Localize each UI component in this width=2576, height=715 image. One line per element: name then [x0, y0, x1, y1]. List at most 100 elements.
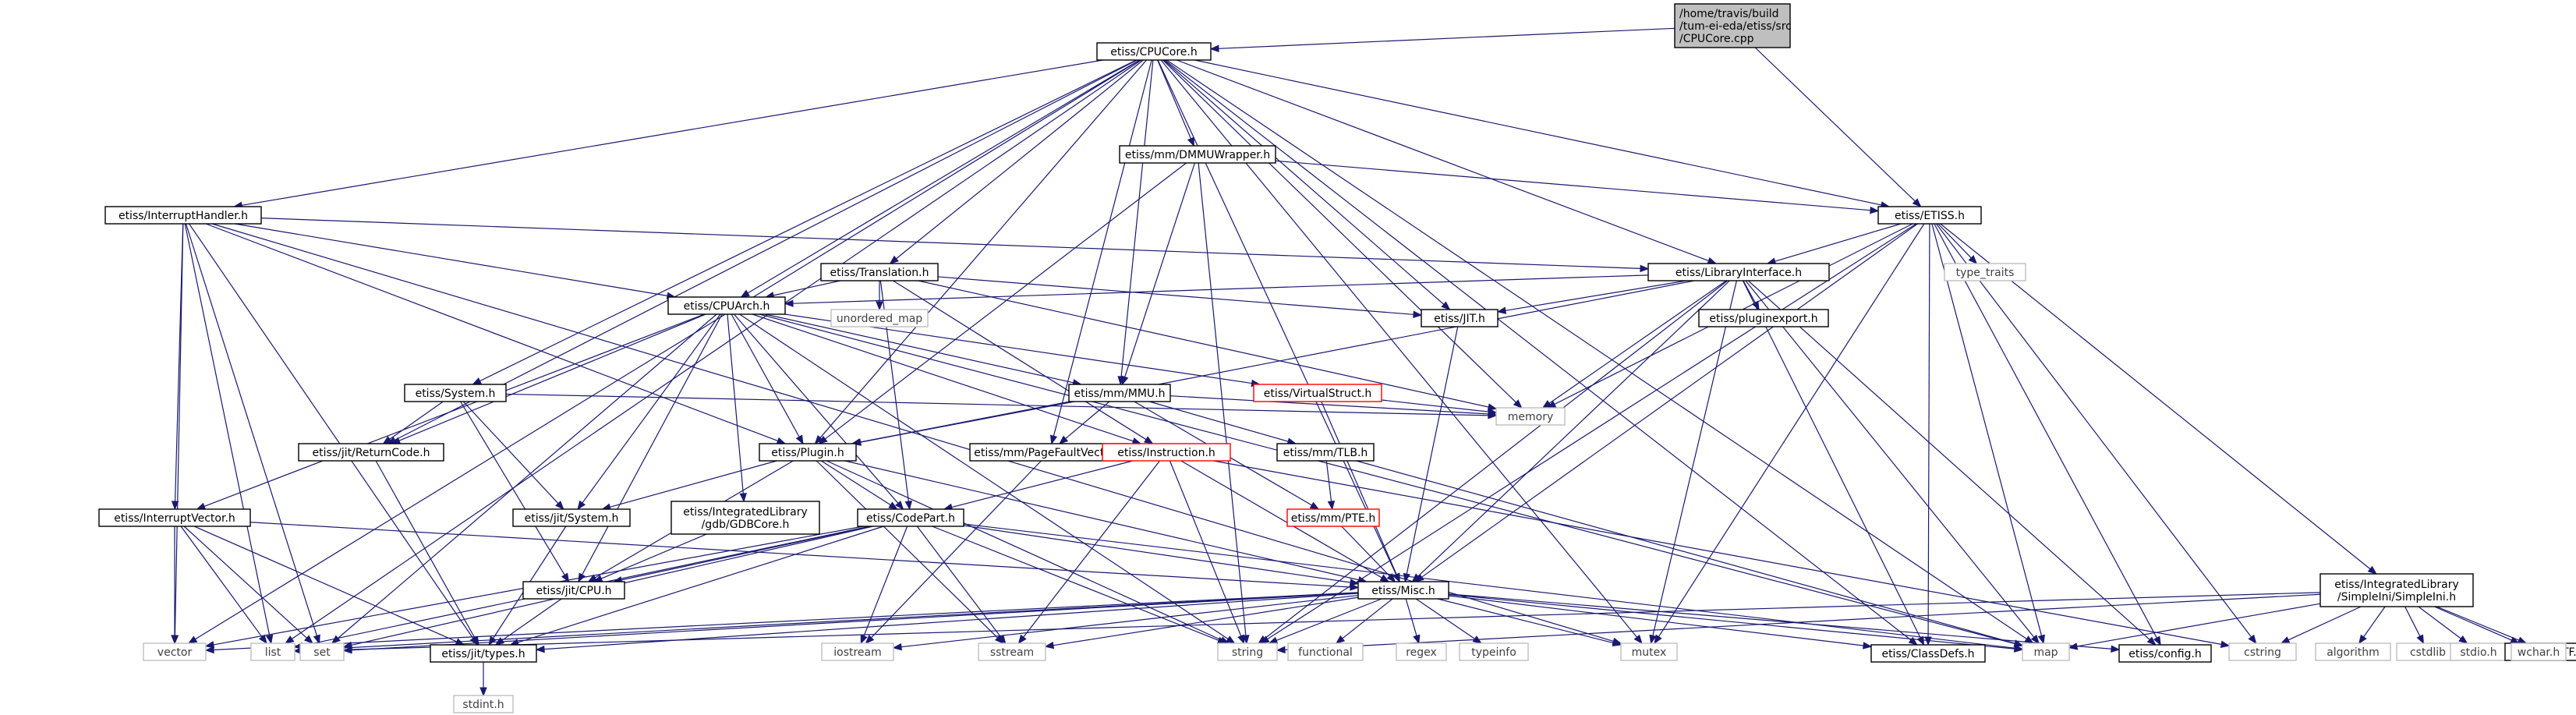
node-cpuarch[interactable]: etiss/CPUArch.h — [667, 296, 786, 315]
node-stdio: stdio.h — [2450, 642, 2507, 661]
node-jitsys[interactable]: etiss/jit/System.h — [512, 508, 631, 527]
node-string: string — [1217, 642, 1278, 661]
node-pluginexport[interactable]: etiss/pluginexport.h — [1698, 309, 1829, 327]
node-label: etiss/mm/PTE.h — [1291, 512, 1375, 525]
node-label: map — [2033, 646, 2058, 659]
node-label: etiss/VirtualStruct.h — [1264, 388, 1372, 400]
edge-mmu-to-plugin — [851, 401, 1075, 446]
node-trans[interactable]: etiss/Translation.h — [820, 263, 939, 281]
edge-line — [213, 592, 1359, 651]
node-label: /tum-ei-eda/etiss/src — [1679, 20, 1792, 33]
node-iv[interactable]: etiss/InterruptVector.h — [98, 508, 251, 527]
edge-libif-to-cpuarch — [784, 274, 1649, 307]
edge-line — [1053, 596, 1359, 646]
edge-line — [302, 592, 1359, 651]
edge-etissh-to-typetraits — [1937, 223, 1978, 264]
node-config[interactable]: etiss/config.h — [2118, 644, 2212, 663]
edge-etissh-to-cstring — [1935, 223, 2257, 645]
node-label: stdint.h — [462, 699, 504, 711]
edge-codepart-to-misc — [963, 525, 1360, 586]
node-label: etiss/InterruptHandler.h — [119, 210, 248, 222]
node-regex: regex — [1396, 642, 1447, 661]
edge-line — [184, 223, 271, 636]
arrowhead-icon — [1513, 399, 1523, 409]
node-system[interactable]: etiss/System.h — [404, 384, 507, 402]
arrowhead-icon — [904, 500, 912, 511]
edge-simpleini-to-map — [2068, 603, 2321, 650]
node-misc[interactable]: etiss/Misc.h — [1357, 581, 1449, 600]
node-box — [671, 501, 820, 535]
arrowhead-icon — [1350, 583, 1360, 591]
edge-line — [765, 313, 1074, 384]
node-jittypes[interactable]: etiss/jit/types.h — [430, 644, 537, 663]
node-gdbcore[interactable]: etiss/IntegratedLibrary/gdb/GDBCore.h — [671, 501, 820, 535]
node-plugin[interactable]: etiss/Plugin.h — [759, 443, 857, 462]
node-libif[interactable]: etiss/LibraryInterface.h — [1647, 263, 1830, 281]
edge-misc-to-classdefs — [1448, 595, 1873, 650]
edge-libif-to-string — [1258, 280, 1729, 644]
node-classdefs[interactable]: etiss/ClassDefs.h — [1870, 644, 1986, 663]
node-vstruct[interactable]: etiss/VirtualStruct.h — [1253, 384, 1382, 402]
edge-libif-to-memory — [1541, 280, 1727, 409]
node-label: etiss/mm/MMU.h — [1074, 388, 1165, 400]
node-cpucore[interactable]: etiss/CPUCore.h — [1096, 42, 1212, 61]
edge-line — [2363, 606, 2386, 638]
edge-line — [1321, 401, 1397, 575]
arrowhead-icon — [1487, 403, 1498, 411]
edge-misc-to-sstream — [1044, 596, 1359, 650]
node-label: /CPUCore.cpp — [1679, 33, 1754, 45]
edge-cpucore-to-misc — [1157, 59, 1400, 583]
node-ih[interactable]: etiss/InterruptHandler.h — [104, 206, 262, 225]
node-label: list — [265, 646, 281, 659]
arrowhead-icon — [2030, 634, 2040, 645]
arrowhead-icon — [1335, 635, 1346, 644]
node-simpleini[interactable]: etiss/IntegratedLibrary/SimpleIni/Simple… — [2319, 573, 2474, 607]
node-box — [453, 695, 514, 713]
node-instr[interactable]: etiss/Instruction.h — [1102, 443, 1231, 462]
arrowhead-icon — [342, 646, 352, 654]
arrowhead-icon — [1386, 573, 1396, 582]
edge-line — [1935, 223, 2252, 638]
edge-ih-to-libif — [260, 218, 1650, 273]
node-pte[interactable]: etiss/mm/PTE.h — [1286, 508, 1380, 527]
arrowhead-icon — [1413, 310, 1423, 319]
arrowhead-icon — [1121, 375, 1129, 386]
edge-root-to-etissh — [1754, 47, 1922, 207]
edge-line — [820, 460, 891, 506]
edge-line — [1931, 223, 2043, 636]
node-label: etiss/IntegratedLibrary — [683, 506, 808, 519]
node-mmu[interactable]: etiss/mm/MMU.h — [1068, 384, 1171, 402]
node-root[interactable]: /home/travis/build/tum-ei-eda/etiss/src/… — [1674, 3, 1792, 48]
arrowhead-icon — [1258, 635, 1268, 644]
edge-line — [2434, 606, 2512, 641]
arrowhead-icon — [2111, 645, 2121, 653]
node-cstring: cstring — [2228, 642, 2297, 661]
edge-line — [1381, 399, 1489, 412]
edge-etissh-to-classdefs — [1924, 223, 1932, 646]
node-tlb[interactable]: etiss/mm/TLB.h — [1276, 443, 1375, 462]
edge-codepart-to-map — [963, 523, 2024, 652]
edge-misc-to-vector — [204, 592, 1359, 654]
arrowhead-icon — [860, 634, 868, 645]
node-etissh[interactable]: etiss/ETISS.h — [1877, 206, 1982, 225]
node-jit[interactable]: etiss/JIT.h — [1421, 309, 1499, 327]
node-typetraits: type_traits — [1944, 263, 2026, 281]
arrowhead-icon — [2416, 634, 2425, 645]
edge-line — [479, 59, 1137, 382]
node-box — [1674, 3, 1791, 48]
node-pfv[interactable]: etiss/mm/PageFaultVector.h — [969, 443, 1130, 462]
node-codepart[interactable]: etiss/CodePart.h — [857, 508, 964, 527]
edge-line — [375, 460, 476, 639]
arrowhead-icon — [814, 434, 823, 445]
edge-line — [1264, 280, 1729, 639]
node-jitcpu[interactable]: etiss/jit/CPU.h — [522, 581, 625, 600]
arrowhead-icon — [1654, 634, 1662, 645]
arrowhead-icon — [784, 299, 794, 307]
edge-mmu-to-pfv — [1058, 401, 1110, 444]
arrowhead-icon — [1496, 306, 1507, 314]
node-dmmu[interactable]: etiss/mm/DMMUWrapper.h — [1119, 145, 1276, 164]
edge-line — [963, 525, 1351, 583]
edge-line — [180, 526, 263, 638]
edge-line — [1406, 326, 1459, 575]
node-retcode[interactable]: etiss/jit/ReturnCode.h — [298, 443, 444, 462]
